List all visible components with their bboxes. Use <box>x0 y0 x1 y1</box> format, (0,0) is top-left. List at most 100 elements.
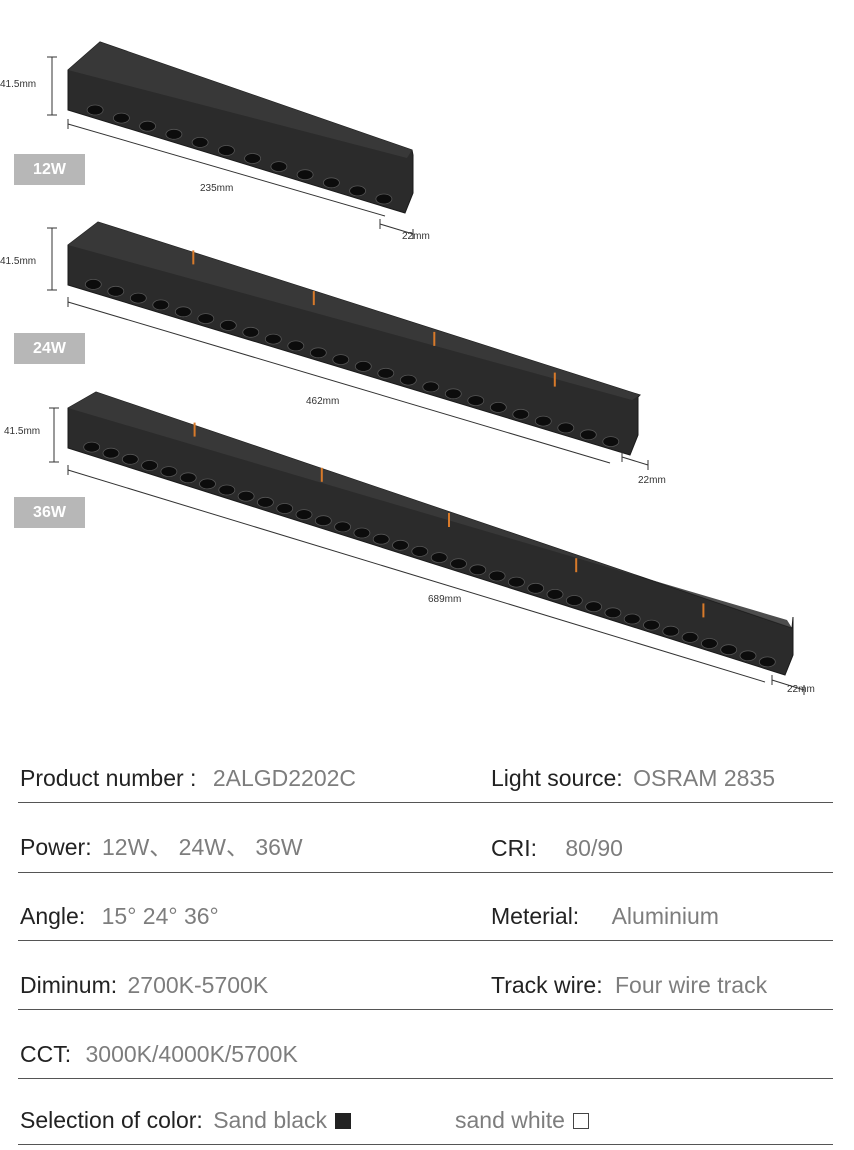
dimming-label: Diminum: <box>20 972 118 998</box>
width-line-12w <box>379 223 414 235</box>
led-lens-36w-16 <box>372 533 390 545</box>
angle-field: Angle: 15° 24° 36° <box>20 903 219 930</box>
led-lens-24w-13 <box>354 360 372 372</box>
track-wire-value: Four wire track <box>615 972 768 998</box>
led-lens-36w-1 <box>83 441 101 453</box>
wattage-badge-36w: 36W <box>14 497 85 528</box>
led-lens-36w-5 <box>160 466 178 478</box>
led-lens-36w-30 <box>643 619 660 631</box>
led-lens-36w-2 <box>102 447 120 459</box>
led-lens-36w-28 <box>604 607 622 619</box>
light-source-value: OSRAM 2835 <box>633 765 775 791</box>
led-lens-36w-26 <box>565 595 583 606</box>
led-lens-36w-25 <box>546 589 564 600</box>
led-lens-12w-6 <box>217 145 235 156</box>
width-line-36w <box>771 679 805 691</box>
power-field: Power: 12W、 24W、 36W <box>20 828 303 862</box>
dimming-value: 2700K-5700K <box>127 972 269 998</box>
led-lens-36w-33 <box>701 638 718 649</box>
spec-row-2: Power: 12W、 24W、 36W CRI: 80/90 <box>18 802 833 873</box>
led-lens-36w-31 <box>662 625 680 637</box>
led-lens-24w-1 <box>84 278 102 290</box>
led-lens-36w-3 <box>121 453 139 465</box>
dimming-field: Diminum: 2700K-5700K <box>20 972 268 999</box>
product-number-value: 2ALGD2202C <box>212 765 357 791</box>
led-lens-36w-21 <box>469 564 487 576</box>
black-square-icon <box>335 1113 352 1129</box>
fixture-top-36w <box>68 392 792 628</box>
led-lens-36w-36 <box>758 656 776 668</box>
led-lens-24w-17 <box>444 388 462 400</box>
material-label: Meterial: <box>491 903 580 929</box>
led-lens-36w-35 <box>739 650 757 662</box>
angle-value: 15° 24° 36° <box>101 903 219 929</box>
white-square-icon <box>572 1113 589 1129</box>
led-lens-36w-15 <box>353 527 371 539</box>
width-dimension-24w: 22mm <box>638 475 666 486</box>
length-dimension-24w: 462mm <box>306 396 340 407</box>
led-lens-36w-14 <box>334 521 352 533</box>
led-lens-36w-23 <box>508 576 525 588</box>
spec-row-3: Angle: 15° 24° 36° Meterial: Aluminium <box>18 870 833 941</box>
cct-value: 3000K/4000K/5700K <box>85 1041 298 1067</box>
led-lens-24w-23 <box>579 429 597 441</box>
led-lens-36w-32 <box>681 632 699 643</box>
led-lens-36w-9 <box>237 490 255 502</box>
led-lens-12w-1 <box>86 104 104 116</box>
led-lens-36w-11 <box>276 503 294 514</box>
width-dimension-36w: 22mm <box>787 684 815 695</box>
length-line-24w <box>67 301 611 464</box>
led-lens-36w-19 <box>430 552 448 563</box>
led-lens-24w-10 <box>287 340 305 352</box>
led-lens-12w-5 <box>191 136 209 148</box>
led-lens-36w-4 <box>141 460 159 471</box>
led-lens-12w-9 <box>296 169 314 181</box>
led-lens-36w-6 <box>179 472 197 484</box>
led-lens-24w-11 <box>309 347 327 359</box>
spec-row-5: CCT: 3000K/4000K/5700K <box>18 1008 833 1079</box>
led-lens-36w-29 <box>623 613 641 625</box>
led-lens-24w-20 <box>512 408 530 420</box>
led-lens-24w-15 <box>399 374 417 386</box>
width-dimension-12w: 22mm <box>402 231 430 242</box>
wattage-badge-24w: 24W <box>14 333 85 364</box>
cri-label: CRI: <box>491 835 537 861</box>
led-lens-12w-2 <box>113 112 130 124</box>
product-number-field: Product number : 2ALGD2202C <box>20 765 356 792</box>
height-dimension-12w: 41.5mm <box>0 79 37 90</box>
color-option-white-field: sand white <box>455 1107 589 1134</box>
product-drawings <box>47 41 805 695</box>
angle-label: Angle: <box>20 903 86 929</box>
cct-field: CCT: 3000K/4000K/5700K <box>20 1041 298 1068</box>
led-lens-12w-8 <box>270 161 288 173</box>
led-lens-36w-13 <box>314 515 332 527</box>
led-lens-24w-22 <box>557 422 575 434</box>
led-lens-24w-3 <box>129 292 147 304</box>
spec-row-1: Product number : 2ALGD2202C Light source… <box>18 732 833 803</box>
led-lens-12w-10 <box>322 177 340 189</box>
led-lens-24w-4 <box>152 299 170 311</box>
led-lens-24w-21 <box>534 415 552 427</box>
length-dimension-12w: 235mm <box>200 183 234 194</box>
led-lens-24w-9 <box>264 333 282 345</box>
product-number-label: Product number : <box>20 765 197 791</box>
height-dimension-36w: 41.5mm <box>4 426 41 437</box>
led-lens-24w-14 <box>377 367 395 379</box>
light-source-label: Light source: <box>491 765 623 791</box>
cri-value: 80/90 <box>565 835 623 861</box>
wattage-badge-12w: 12W <box>14 154 85 185</box>
led-lens-24w-24 <box>602 436 620 448</box>
led-lens-36w-12 <box>295 509 313 520</box>
fixture-top-24w <box>68 222 640 400</box>
spec-row-6: Selection of color: Sand black sand whit… <box>18 1074 833 1145</box>
length-dimension-36w: 689mm <box>428 594 462 605</box>
led-lens-36w-20 <box>450 558 467 570</box>
led-lens-24w-5 <box>174 306 192 318</box>
led-lens-12w-7 <box>244 153 262 164</box>
length-line-36w <box>67 469 766 683</box>
led-lens-36w-18 <box>411 546 429 557</box>
led-lens-36w-22 <box>488 570 506 582</box>
led-lens-24w-8 <box>242 326 260 338</box>
led-lens-36w-17 <box>392 539 409 551</box>
